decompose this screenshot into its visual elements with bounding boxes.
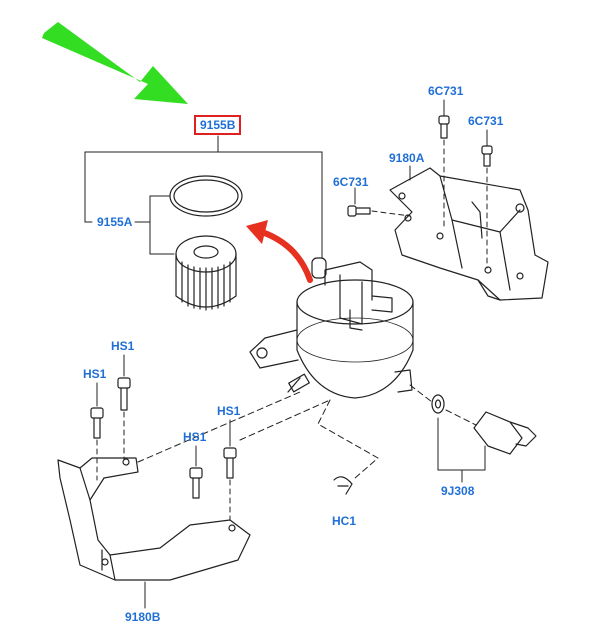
bolt-6C731-right [481,129,493,269]
label-9155A[interactable]: 9155A [97,215,133,229]
washer [431,394,445,414]
o-ring-seal [169,175,243,217]
label-HC1[interactable]: HC1 [332,514,357,528]
clip-HC1 [333,476,353,495]
label-9180A[interactable]: 9180A [389,151,425,165]
leader-9155B [84,135,323,259]
label-9180B[interactable]: 9180B [125,610,161,624]
bolt-HS1-a [90,382,104,481]
bolt-HS1-c [189,445,203,499]
bracket-9180B [57,457,251,581]
bolt-6C731-left [347,187,411,217]
bolt-HS1-b [117,354,131,461]
leader-9J308 [437,417,486,483]
pointer-arrow-icon [42,22,188,104]
bolt-6C731-top [438,99,450,229]
label-6C731-left[interactable]: 6C731 [333,175,369,189]
label-HS1-c[interactable]: HS1 [183,430,207,444]
leader-HC1 [317,399,379,479]
leader-9155A [134,195,175,255]
label-6C731-top[interactable]: 6C731 [428,84,464,98]
label-HS1-d[interactable]: HS1 [217,404,241,418]
leader-9J308-dash [409,384,477,426]
label-9J308[interactable]: 9J308 [441,484,475,498]
direction-arrow-icon [246,220,313,283]
label-HS1-a[interactable]: HS1 [83,367,107,381]
label-6C731-right[interactable]: 6C731 [468,114,504,128]
water-sensor [473,411,537,455]
filter-housing [249,257,414,399]
leader-bracket-dash [137,391,331,463]
label-HS1-b[interactable]: HS1 [111,339,135,353]
bolt-HS1-d [223,419,237,521]
bracket-9180A [389,167,549,301]
filter-element [175,235,237,311]
label-9155B[interactable]: 9155B [194,115,242,135]
